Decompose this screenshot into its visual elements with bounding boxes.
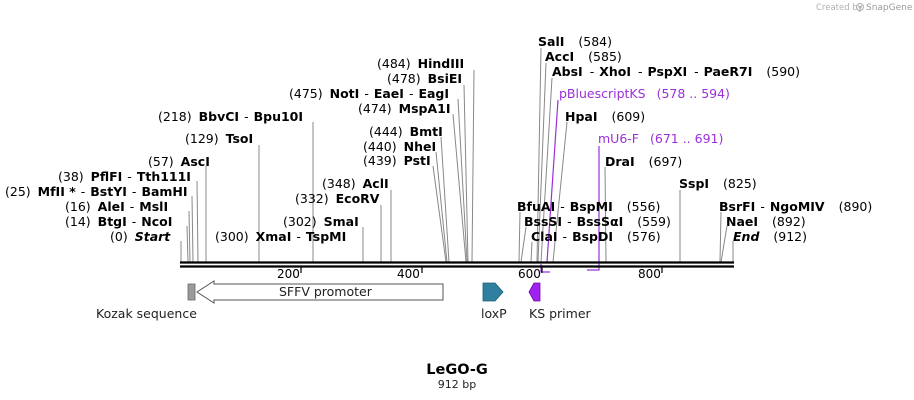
site-acli[interactable]: (348)AclI — [322, 176, 389, 191]
credit-text: Created by — [816, 3, 863, 13]
site-asci[interactable]: (57)AscI — [148, 154, 210, 169]
tick-label: 400 — [397, 267, 420, 281]
site-drai[interactable]: DraI(697) — [605, 154, 682, 169]
ks-primer-arrow[interactable] — [528, 282, 541, 302]
ruler-ticks — [300, 267, 663, 273]
credit-brand: SnapGene — [866, 3, 913, 13]
loxp-arrow[interactable] — [482, 282, 504, 302]
site-clai[interactable]: ClaI-BspDI(576) — [531, 229, 661, 244]
primer-mu6-f[interactable]: mU6-F(671 .. 691) — [598, 131, 723, 146]
site-mfli[interactable]: (25)MfII *-BstYI-BamHI — [5, 184, 188, 199]
site-bfuai[interactable]: BfuAI-BspMI(556) — [517, 199, 660, 214]
site-start[interactable]: (0)Start — [110, 229, 171, 244]
plasmid-size: 912 bp — [438, 378, 476, 391]
site-hpai[interactable]: HpaI(609) — [565, 109, 645, 124]
site-mspa1i[interactable]: (474)MspA1I — [358, 101, 450, 116]
snapgene-logo-icon — [856, 3, 864, 11]
site-pflfi[interactable]: (38)PflFI-Tth111I — [58, 169, 191, 184]
site-noti[interactable]: (475)NotI-EaeI-EagI — [289, 86, 449, 101]
primer-pbluescriptks[interactable]: pBluescriptKS(578 .. 594) — [559, 86, 730, 101]
site-bmti[interactable]: (444)BmtI — [369, 124, 443, 139]
tick-label: 200 — [277, 267, 300, 281]
site-absi[interactable]: AbsI-XhoI-PspXI-PaeR7I(590) — [552, 64, 800, 79]
plasmid-title: LeGO-G — [426, 362, 488, 378]
site-ecorv[interactable]: (332)EcoRV — [295, 191, 380, 206]
kozak-sequence-feature[interactable] — [187, 283, 196, 301]
site-xmai[interactable]: (300)XmaI-TspMI — [215, 229, 346, 244]
site-bsssi[interactable]: BssSI-BssSαI(559) — [524, 214, 671, 229]
primer-markers — [540, 99, 600, 273]
site-alei[interactable]: (16)AleI-MslI — [65, 199, 168, 214]
tick-label: 800 — [638, 267, 661, 281]
site-stems — [180, 47, 734, 263]
site-bbvci[interactable]: (218)BbvCI-Bpu10I — [158, 109, 303, 124]
feature-label-loxp: loxP — [481, 306, 507, 321]
site-naei[interactable]: NaeI(892) — [726, 214, 806, 229]
site-acci[interactable]: AccI(585) — [545, 49, 622, 64]
site-smai[interactable]: (302)SmaI — [283, 214, 359, 229]
feature-label-ks: KS primer — [529, 306, 592, 321]
site-tsoi[interactable]: (129)TsoI — [185, 131, 253, 146]
site-nhei[interactable]: (440)NheI — [363, 139, 436, 154]
site-sali[interactable]: SalI(584) — [538, 34, 612, 49]
sffv-promoter-arrow[interactable] — [196, 280, 444, 304]
site-btgi[interactable]: (14)BtgI-NcoI — [65, 214, 172, 229]
site-hindiii[interactable]: (484)HindIII — [377, 56, 464, 71]
dna-backbone — [180, 261, 734, 268]
site-end[interactable]: End(912) — [733, 229, 807, 244]
tick-label: 600 — [518, 267, 541, 281]
site-sspi[interactable]: SspI(825) — [679, 176, 757, 191]
site-psti[interactable]: (439)PstI — [363, 153, 431, 168]
site-bsiei[interactable]: (478)BsiEI — [387, 71, 462, 86]
site-bsrfi[interactable]: BsrFI-NgoMIV(890) — [719, 199, 872, 214]
feature-label-sffv: SFFV promoter — [279, 284, 373, 299]
feature-label-kozak: Kozak sequence — [96, 306, 197, 321]
